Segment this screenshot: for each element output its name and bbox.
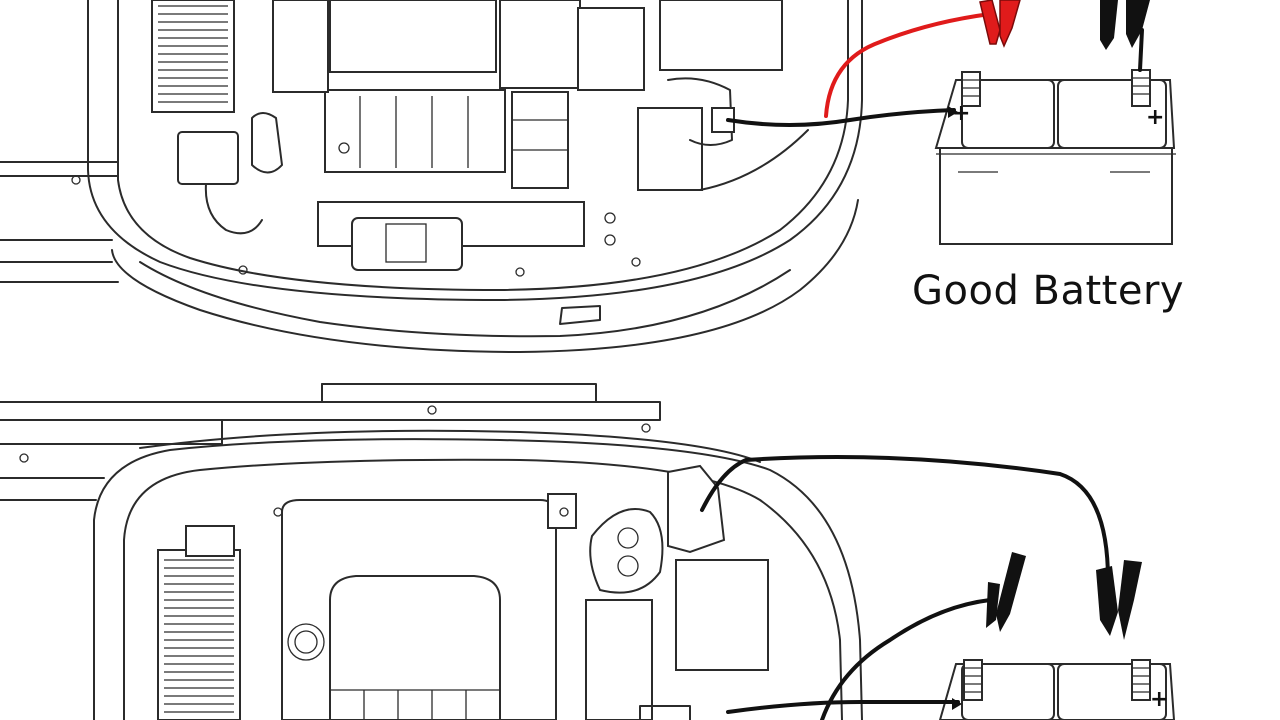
- bottom-radiator-grille: [157, 549, 241, 720]
- top-good-battery: + +: [934, 69, 1176, 245]
- bottom-terminal-negative: [963, 659, 983, 701]
- top-dead-battery: [637, 107, 703, 191]
- bottom-terminal-positive: [1131, 659, 1151, 701]
- top-car-engine-bay: [0, 0, 863, 353]
- top-jumper-cables: [726, 0, 1150, 127]
- bottom-car-engine-bay: [0, 383, 863, 720]
- top-engine-block: [324, 89, 506, 173]
- top-radiator-grille: [151, 0, 235, 113]
- top-plus-sign: +: [1146, 105, 1164, 130]
- bottom-jumper-cables: [700, 455, 1142, 720]
- bottom-grille-lines: [164, 559, 234, 713]
- bottom-good-battery: +: [938, 659, 1176, 720]
- bottom-black-cable-2: [820, 598, 992, 720]
- top-red-clamp: [979, 0, 1001, 45]
- bottom-engine-cover: [281, 499, 557, 720]
- top-black-cable: [726, 108, 956, 127]
- top-red-cable: [824, 12, 992, 118]
- bottom-dead-battery-terminal: [667, 464, 726, 554]
- bottom-clamp-left: [996, 552, 1026, 632]
- good-battery-label: Good Battery: [912, 268, 1185, 314]
- bottom-clamp-right: [1096, 566, 1118, 636]
- top-small-plus: +: [952, 101, 970, 126]
- top-terminal-positive: [1131, 69, 1151, 107]
- bottom-plus-sign: +: [1150, 687, 1168, 712]
- bottom-black-cable-3: [726, 699, 960, 714]
- bottom-long-black-cable: [700, 455, 1110, 582]
- top-black-clamp: [1100, 0, 1118, 50]
- top-grille-lines: [158, 5, 228, 103]
